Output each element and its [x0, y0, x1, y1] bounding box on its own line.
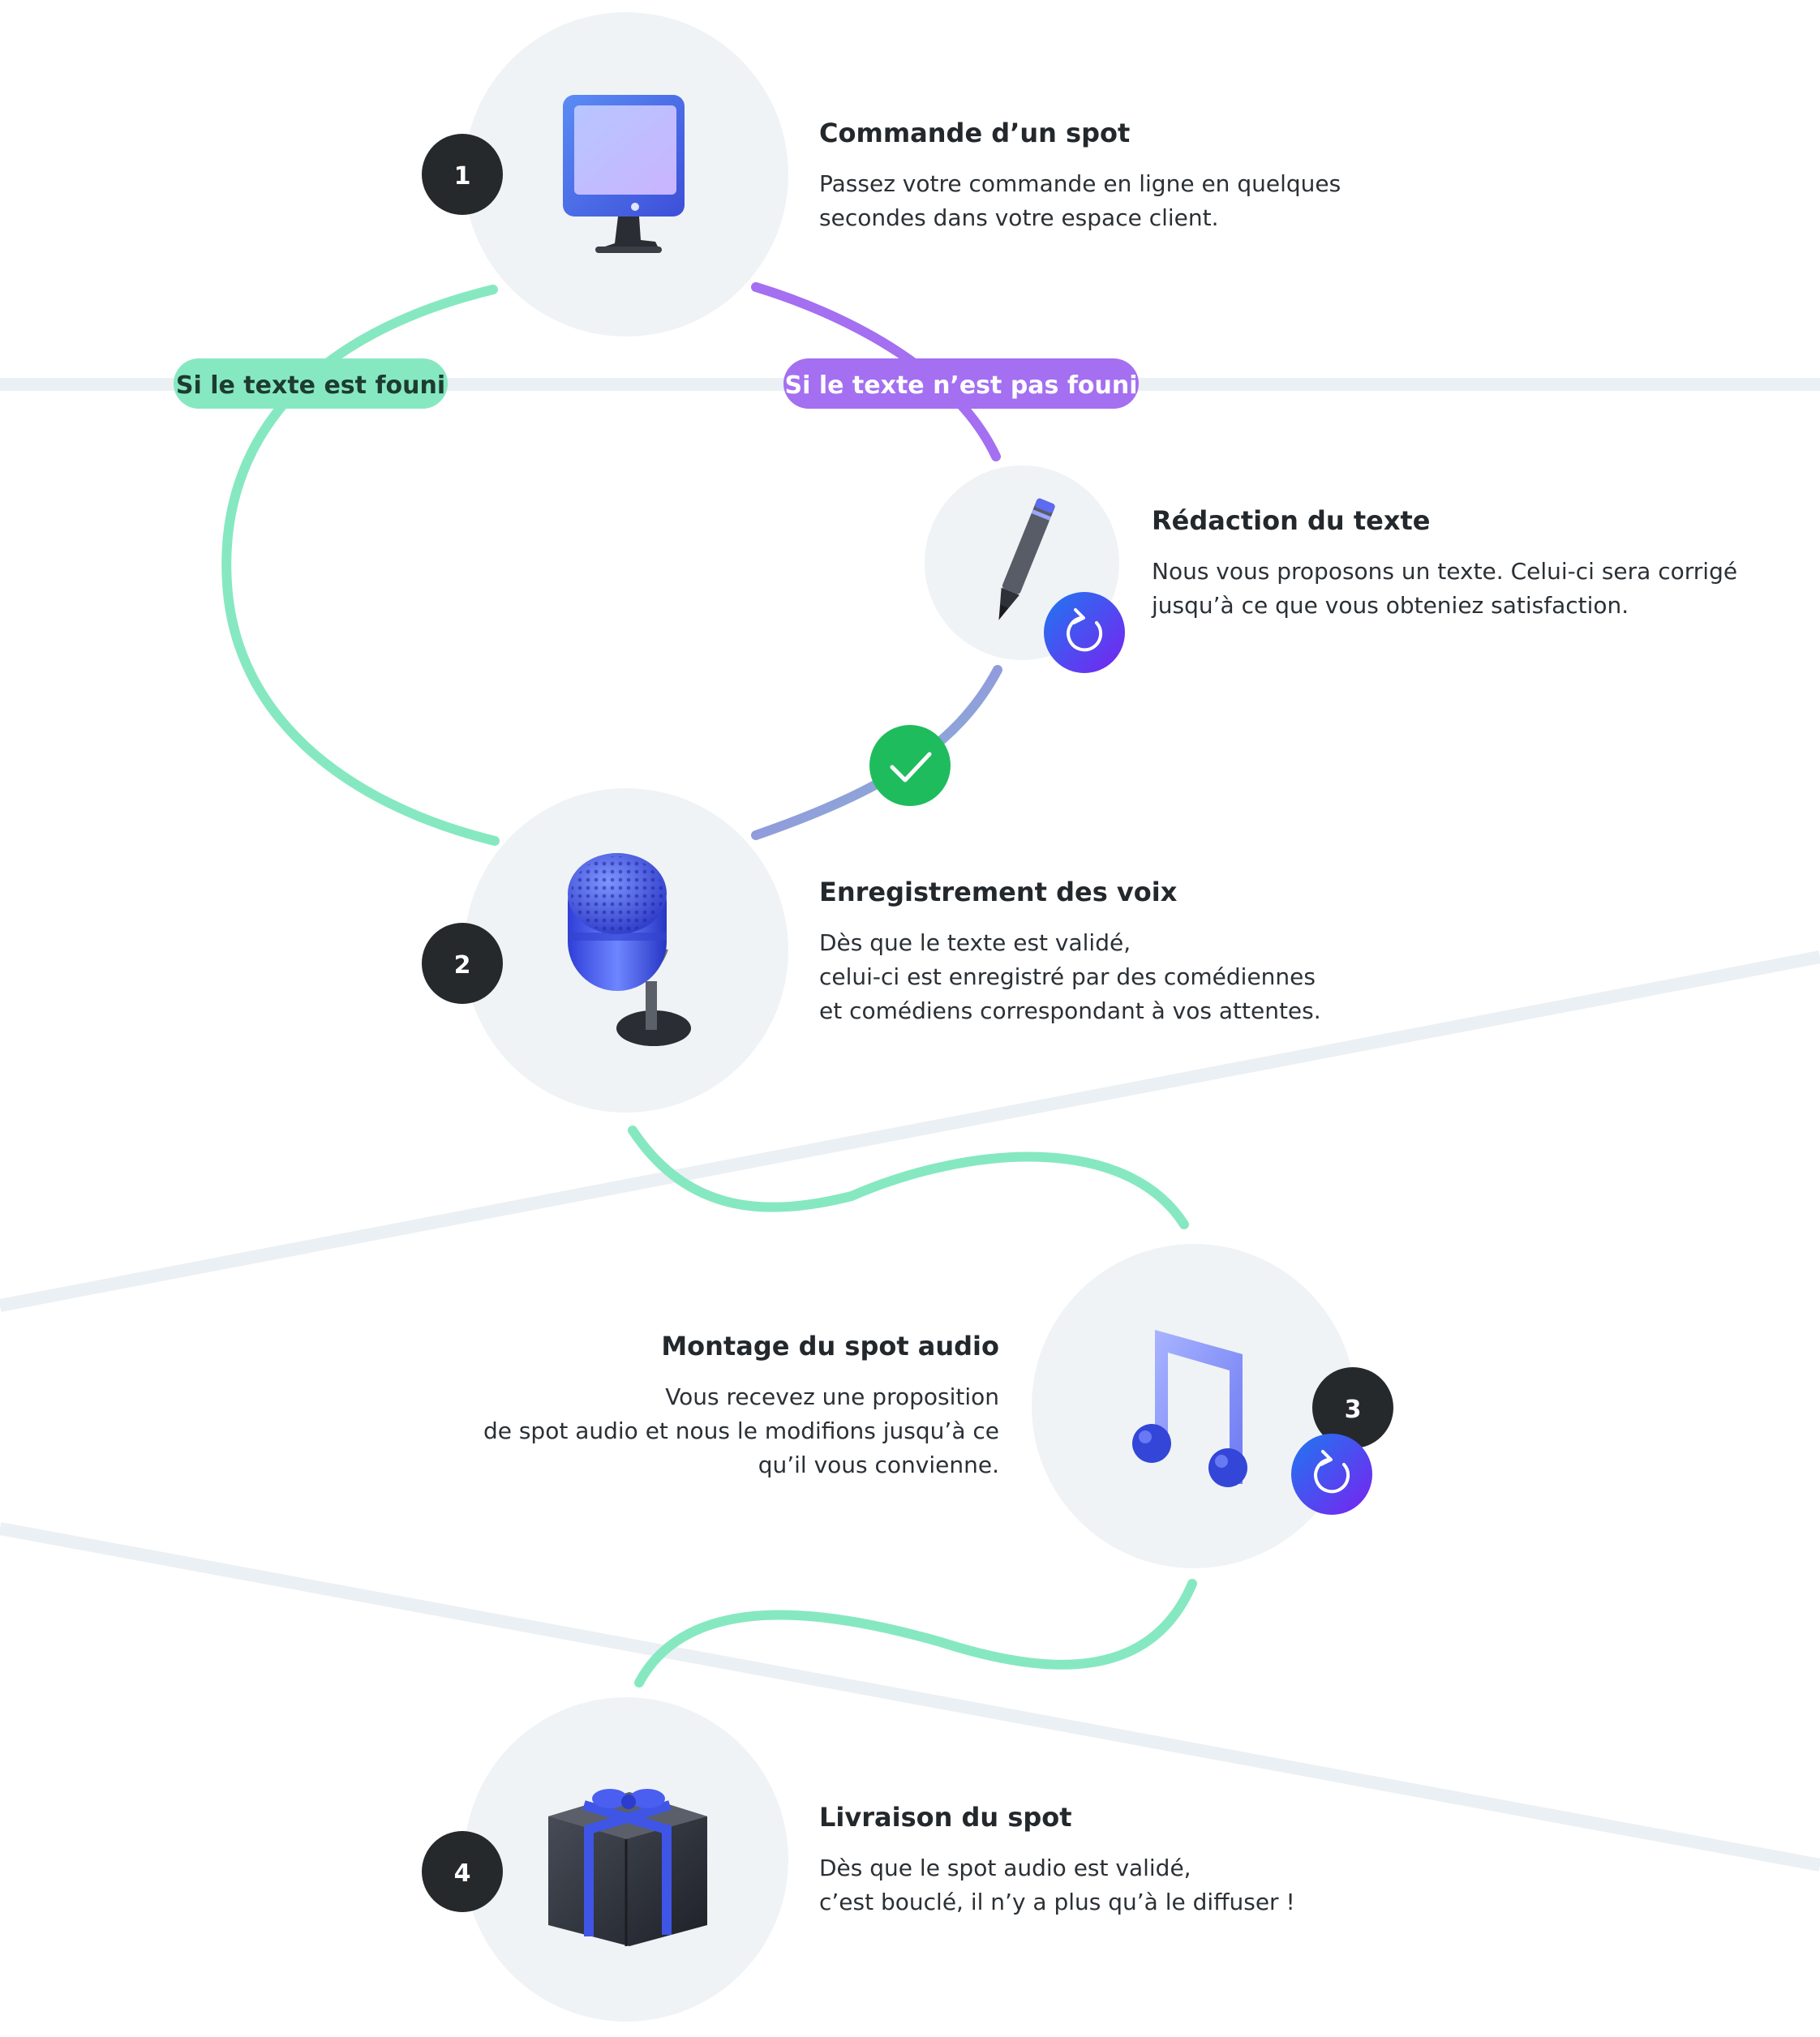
step-description-line: Vous recevez une proposition	[665, 1383, 999, 1410]
step-title: Rédaction du texte	[1152, 505, 1431, 536]
step-description-line: Dès que le texte est validé,	[819, 929, 1131, 956]
step-badge	[422, 134, 503, 215]
step-description-line: Dès que le spot audio est validé,	[819, 1855, 1191, 1881]
step-badge	[422, 923, 503, 1004]
step-3-circle	[1032, 1244, 1356, 1568]
step-title: Montage du spot audio	[661, 1331, 999, 1362]
step-description-line: Passez votre commande en ligne en quelqu…	[819, 170, 1341, 197]
green-branch-pill: Si le texte est founi	[174, 358, 448, 409]
background-band	[0, 950, 1820, 1312]
pencil-icon	[998, 498, 1055, 620]
step-badge	[1312, 1367, 1393, 1448]
step-description-line: celui-ci est enregistré par des comédien…	[819, 963, 1316, 990]
step-description: Nous vous proposons un texte. Celui-ci s…	[1152, 555, 1737, 623]
music-note-icon	[1132, 1330, 1247, 1487]
monitor-icon	[563, 95, 685, 253]
step-description: Dès que le texte est validé, celui-ci es…	[819, 926, 1321, 1028]
step-description: Vous recevez une proposition de spot aud…	[483, 1380, 999, 1482]
microphone-icon	[568, 853, 691, 1046]
step-number: 1	[454, 162, 471, 191]
step-title: Livraison du spot	[819, 1802, 1072, 1833]
check-icon	[869, 725, 951, 806]
purple-branch-pill: Si le texte n’est pas founi	[783, 358, 1139, 409]
step-description: Passez votre commande en ligne en quelqu…	[819, 167, 1341, 235]
connector-step3-step4	[634, 1579, 1197, 1687]
step-description: Dès que le spot audio est validé, c’est …	[819, 1851, 1295, 1919]
purple-branch-label: Si le texte n’est pas founi	[785, 371, 1138, 400]
step-badge	[422, 1831, 503, 1912]
step-description-line: qu’il vous convienne.	[758, 1452, 999, 1478]
step-redaction	[925, 465, 1125, 673]
step-number: 2	[454, 951, 471, 980]
purple-branch-path	[751, 282, 1001, 461]
step-description-line: Nous vous proposons un texte. Celui-ci s…	[1152, 558, 1738, 585]
step-1	[422, 12, 788, 337]
step-description-line: c’est bouclé, il n’y a plus qu’à le diff…	[819, 1889, 1295, 1915]
step-number: 4	[454, 1859, 471, 1888]
step-description-line: jusqu’à ce que vous obteniez satisfactio…	[1152, 592, 1629, 619]
green-branch-path	[221, 285, 500, 846]
step-title: Enregistrement des voix	[819, 877, 1178, 907]
gift-icon	[548, 1789, 707, 1946]
step-title: Commande d’un spot	[819, 118, 1131, 148]
step-description-line: de spot audio et nous le modifions jusqu…	[483, 1417, 999, 1444]
step-2	[422, 788, 788, 1113]
step-4	[422, 1697, 788, 2022]
connector-step2-step3	[628, 1126, 1189, 1229]
green-branch-label: Si le texte est founi	[176, 371, 445, 400]
step-description-line: et comédiens correspondant à vos attente…	[819, 997, 1321, 1024]
background-band	[0, 1522, 1820, 1872]
refresh-icon	[1044, 592, 1125, 673]
step-number: 3	[1345, 1396, 1362, 1424]
refresh-icon	[1291, 1434, 1372, 1515]
step-3	[1032, 1244, 1393, 1568]
step-description-line: secondes dans votre espace client.	[819, 204, 1219, 231]
